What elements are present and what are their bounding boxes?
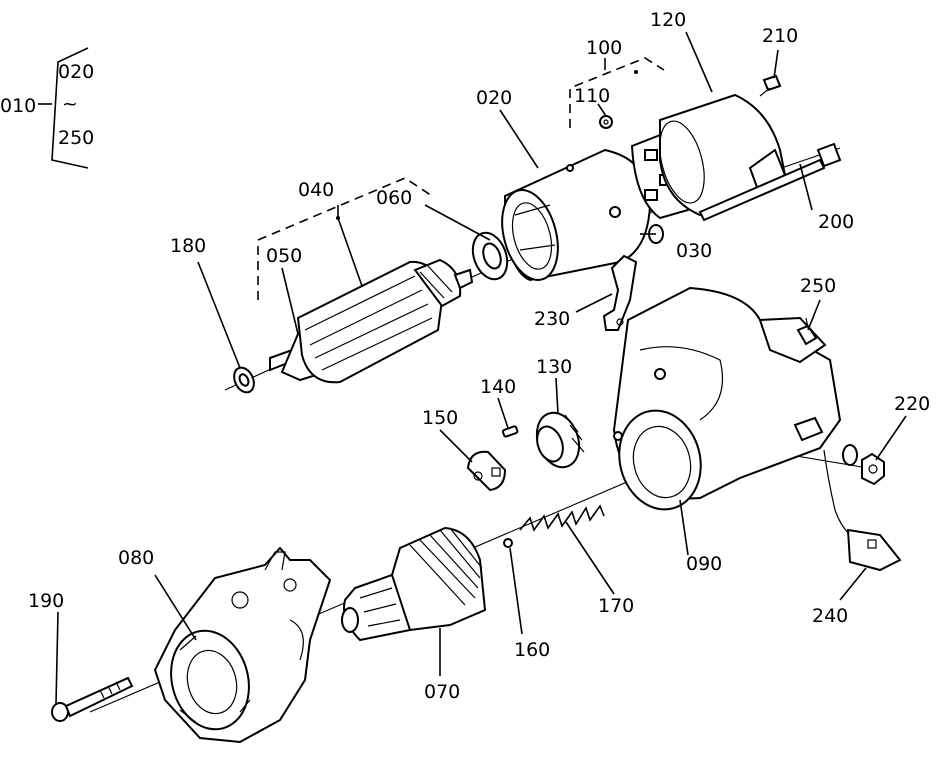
label-250: 250 <box>800 275 836 297</box>
label-030: 030 <box>676 240 712 262</box>
label-020: 020 <box>476 87 512 109</box>
steel-ball-160 <box>503 538 513 548</box>
label-060: 060 <box>376 187 412 209</box>
label-160: 160 <box>514 639 550 661</box>
front-housing-080 <box>153 546 332 744</box>
label-090: 090 <box>686 553 722 575</box>
nut-220 <box>842 444 885 486</box>
leader-lines <box>55 31 907 705</box>
spring-170 <box>519 504 605 532</box>
idle-gear-130 <box>535 411 585 469</box>
label-250-range-end: 250 <box>58 127 94 149</box>
label-130: 130 <box>536 356 572 378</box>
retainer-150 <box>466 450 507 492</box>
label-070: 070 <box>424 681 460 703</box>
thrust-washer-180 <box>233 366 255 394</box>
label-100: 100 <box>586 37 622 59</box>
part-number-labels: 020 030 040 050 060 070 080 090 100 110 … <box>28 9 930 703</box>
label-190: 190 <box>28 590 64 612</box>
brush-spring-110 <box>599 115 613 129</box>
assembly-bracket: 010 020 ~ 250 <box>0 47 94 169</box>
lead-wire-240 <box>823 449 902 572</box>
label-range-separator: ~ <box>62 93 78 115</box>
label-120: 120 <box>650 9 686 31</box>
overrunning-clutch-070 <box>341 526 487 642</box>
bolt-190 <box>51 676 134 722</box>
label-200: 200 <box>818 211 854 233</box>
terminal-250 <box>796 317 818 346</box>
label-170: 170 <box>598 595 634 617</box>
housing-090 <box>612 286 842 511</box>
label-230: 230 <box>534 308 570 330</box>
label-040: 040 <box>298 179 334 201</box>
label-140: 140 <box>480 376 516 398</box>
armature-050 <box>269 258 474 384</box>
label-010: 010 <box>0 95 36 117</box>
label-110: 110 <box>574 85 610 107</box>
screw-210 <box>759 74 782 97</box>
brush-holder-group-bracket <box>569 57 665 128</box>
label-020-range-start: 020 <box>58 61 94 83</box>
label-080: 080 <box>118 547 154 569</box>
bracket-230 <box>602 254 638 331</box>
label-180: 180 <box>170 235 206 257</box>
label-210: 210 <box>762 25 798 47</box>
label-220: 220 <box>894 393 930 415</box>
label-050: 050 <box>266 245 302 267</box>
label-150: 150 <box>422 407 458 429</box>
yoke-020 <box>501 148 652 282</box>
through-bolt-200 <box>698 142 842 222</box>
label-240: 240 <box>812 605 848 627</box>
rear-cover-120 <box>659 93 787 217</box>
ball-bearing-060 <box>471 231 509 281</box>
pin-140 <box>501 425 519 438</box>
